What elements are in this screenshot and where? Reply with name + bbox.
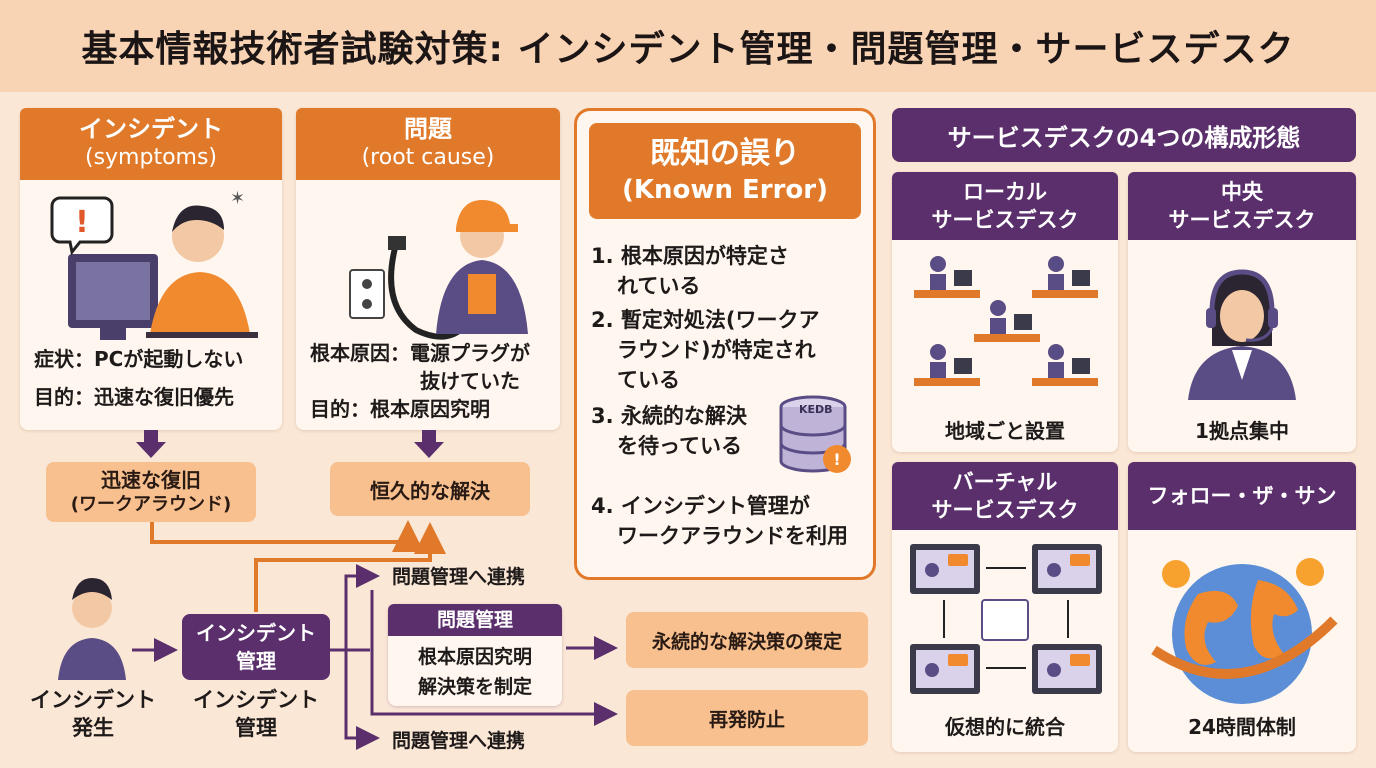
known-error-item-1-line-2: れている	[617, 274, 701, 298]
incident-mgmt-box-line-2: 管理	[236, 649, 276, 673]
service-desk-follow-the-sun: フォロー・ザ・サン 24時間体制	[1128, 462, 1356, 752]
quick-recovery-label: 迅速な復旧	[101, 468, 201, 492]
service-desk-virtual: バーチャル サービスデスク 仮想的に統合	[892, 462, 1118, 752]
result-recurrence-prevention-label: 再発防止	[708, 708, 785, 731]
known-error-header: 既知の誤り (Known Error)	[589, 123, 861, 219]
incident-purpose: 目的：迅速な復旧優先	[34, 385, 234, 409]
globe-sun-icon	[1151, 558, 1338, 704]
known-error-subtitle: (Known Error)	[622, 175, 828, 205]
virtual-caption: 仮想的に統合	[945, 715, 1065, 739]
known-error-item-3: 3. 永続的な解決 を待っている	[591, 401, 747, 461]
central-head: 中央 サービスデスク	[1128, 172, 1356, 240]
incident-mgmt-box-line-1: インシデント	[196, 621, 316, 645]
page-title: 基本情報技術者試験対策: インシデント管理・問題管理・サービスデスク	[81, 29, 1295, 70]
virtual-head-line-1: バーチャル	[952, 470, 1058, 494]
problem-card: 問題 (root cause) 根本原因：電源プラグが 根本原因：電源プラグが …	[296, 108, 560, 430]
virtual-head-line-2: サービスデスク	[931, 498, 1079, 522]
workaround-label: (ワークアラウンド)	[70, 494, 232, 515]
known-error-item-2-line-3: ている	[617, 368, 680, 392]
virtual-head: バーチャル サービスデスク	[892, 462, 1118, 530]
local-caption: 地域ごと設置	[945, 419, 1065, 443]
flow-arrows	[58, 430, 618, 750]
link-to-problem-bottom: 問題管理へ連携	[392, 730, 526, 752]
problem-card-header: 問題 (root cause)	[296, 108, 560, 180]
known-error-item-2-line-2: ラウンド)が特定され	[617, 338, 816, 362]
result-recurrence-prevention: 再発防止	[626, 690, 868, 746]
central-head-line-1: 中央	[1221, 180, 1263, 204]
orange-connector	[150, 520, 446, 612]
problem-mgmt-head: 問題管理	[388, 604, 562, 636]
link-to-problem-top: 問題管理へ連携	[392, 566, 526, 588]
follow-the-sun-caption: 24時間体制	[1188, 715, 1296, 739]
problem-mgmt-line-2: 解決策を制定	[417, 676, 532, 698]
problem-cause-2: 抜けていた	[420, 369, 520, 393]
card-down-arrows	[136, 430, 444, 458]
permanent-solution-pill: 恒久的な解決	[330, 462, 530, 516]
problem-mgmt-box: 問題管理 根本原因究明 解決策を制定	[388, 604, 562, 706]
known-error-item-1: 1. 根本原因が特定さ れている	[591, 241, 789, 301]
known-error-item-4-line-1: 4. インシデント管理が	[591, 494, 810, 518]
known-error-card: 既知の誤り (Known Error) 1. 根本原因が特定さ れている 2. …	[574, 108, 876, 580]
title-bar: 基本情報技術者試験対策: インシデント管理・問題管理・サービスデスク	[0, 0, 1376, 92]
central-head-line-2: サービスデスク	[1168, 208, 1316, 232]
central-caption: 1拠点集中	[1195, 419, 1289, 443]
follow-the-sun-head: フォロー・ザ・サン	[1128, 462, 1356, 530]
purple-connectors	[132, 564, 618, 750]
problem-cause-1: 根本原因：電源プラグが	[310, 341, 530, 365]
known-error-item-4-line-2: ワークアラウンドを利用	[617, 524, 848, 548]
incident-symptom: 症状：PCが起動しない	[34, 347, 244, 371]
incident-mgmt-box: インシデント 管理	[182, 614, 330, 680]
known-error-item-4: 4. インシデント管理が ワークアラウンドを利用	[591, 491, 848, 551]
permanent-solution-label: 恒久的な解決	[370, 478, 490, 503]
known-error-item-2-line-1: 2. 暫定対処法(ワークア	[591, 308, 820, 332]
incident-occurrence: インシデント 発生	[18, 686, 168, 742]
problem-title: 問題	[404, 115, 452, 143]
svg-text:✶: ✶	[230, 188, 245, 209]
incident-title: インシデント	[79, 115, 223, 143]
known-error-item-3-line-1: 3. 永続的な解決	[591, 404, 747, 428]
kedb-database-icon: !	[779, 395, 851, 473]
result-permanent-solution-label: 永続的な解決策の策定	[651, 630, 842, 653]
incident-card: インシデント (symptoms) ! ✶ 症状：PCが起動しない 目的：迅速な…	[20, 108, 282, 430]
technician-icon	[349, 200, 528, 340]
kedb-label: KEDB	[799, 403, 833, 416]
incident-mgmt-label: インシデント 管理	[180, 686, 332, 742]
incident-occurrence-line-2: 発生	[72, 716, 114, 740]
incident-mgmt-label-line-1: インシデント	[193, 688, 319, 712]
service-desk-title-label: サービスデスクの4つの構成形態	[947, 123, 1301, 152]
desks-icon	[914, 256, 1098, 386]
local-head: ローカル サービスデスク	[892, 172, 1118, 240]
incident-mgmt-label-line-2: 管理	[235, 716, 277, 740]
quick-recovery-pill: 迅速な復旧 (ワークアラウンド)	[46, 462, 256, 522]
troubled-user-icon: ! ✶	[50, 188, 258, 340]
follow-the-sun-head-line-1: フォロー・ザ・サン	[1147, 484, 1337, 508]
reporter-person-icon	[58, 578, 126, 680]
service-desk-central: 中央 サービスデスク 1拠点集中	[1128, 172, 1356, 452]
incident-card-header: インシデント (symptoms)	[20, 108, 282, 180]
incident-subtitle: (symptoms)	[84, 145, 218, 170]
problem-subtitle: (root cause)	[361, 145, 495, 170]
service-desk-local: ローカル サービスデスク 地域ごと設置	[892, 172, 1118, 452]
known-error-item-3-line-2: を待っている	[617, 434, 742, 458]
svg-text:!: !	[75, 205, 89, 240]
problem-mgmt-line-1: 根本原因究明	[417, 646, 532, 668]
known-error-title: 既知の誤り	[650, 136, 800, 171]
network-monitors-icon	[910, 544, 1102, 694]
local-head-line-1: ローカル	[963, 180, 1047, 204]
local-head-line-2: サービスデスク	[931, 208, 1079, 232]
incident-occurrence-line-1: インシデント	[30, 688, 156, 712]
svg-text:!: !	[833, 450, 840, 469]
problem-purpose: 目的：根本原因究明	[310, 397, 490, 421]
known-error-item-2: 2. 暫定対処法(ワークア ラウンド)が特定され ている	[591, 305, 820, 395]
known-error-item-1-line-1: 1. 根本原因が特定さ	[591, 244, 789, 268]
headset-operator-icon	[1188, 269, 1296, 400]
service-desk-title: サービスデスクの4つの構成形態	[892, 108, 1356, 162]
result-permanent-solution: 永続的な解決策の策定	[626, 612, 868, 668]
